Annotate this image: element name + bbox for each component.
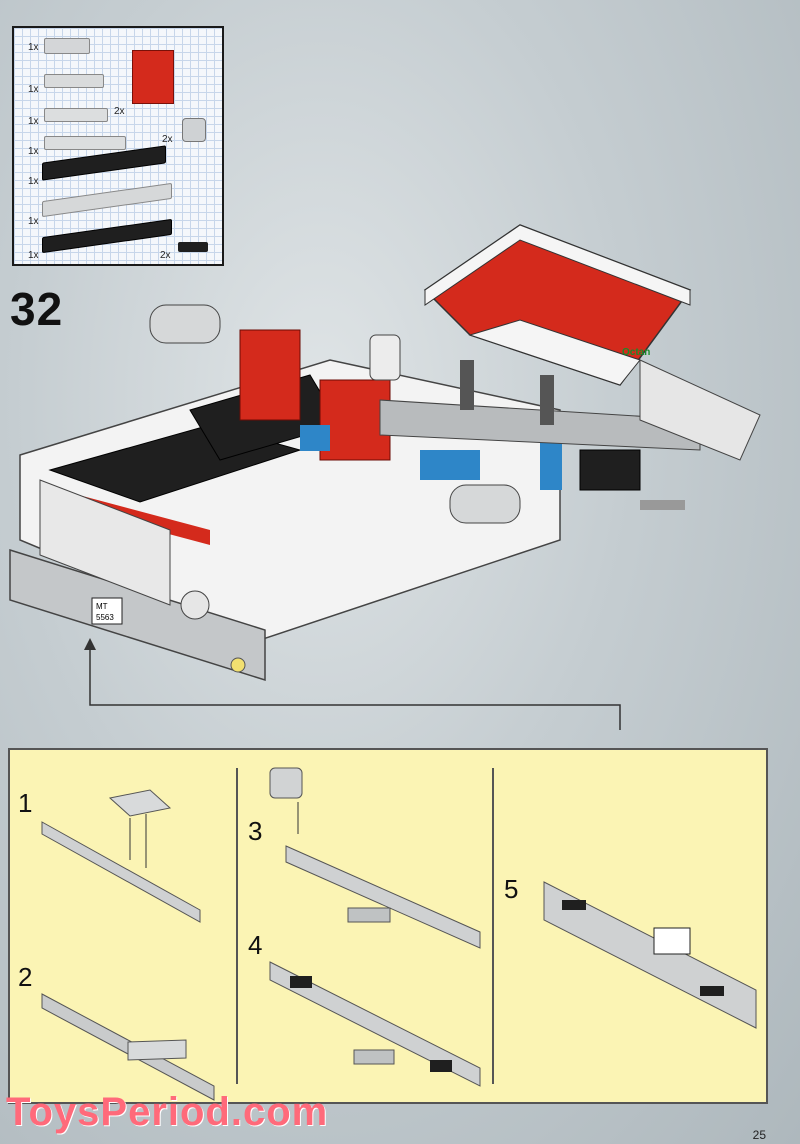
- callout-arrowhead: [84, 638, 96, 650]
- panel-divider: [492, 768, 494, 1084]
- subassembly-panel: 1 2 3 4 5: [8, 748, 768, 1104]
- qty-label: 1x: [28, 42, 39, 53]
- red-panel-part: [132, 50, 174, 104]
- parts-list: 1x 1x 1x 1x 1x 1x 1x 2x 2x 2x: [12, 26, 224, 266]
- black-tile: [430, 1060, 452, 1072]
- black-brick: [579, 449, 641, 491]
- tile-part: [44, 136, 126, 150]
- blue-brick: [420, 450, 480, 480]
- substep-number: 4: [248, 930, 263, 960]
- watermark: ToysPeriod.com: [6, 1090, 329, 1134]
- bracket-part: [182, 118, 206, 142]
- blue-brick: [300, 425, 330, 451]
- tile-stack: [127, 1039, 187, 1061]
- substep-number: 3: [248, 816, 263, 846]
- yellow-pin: [230, 657, 246, 673]
- spring: [540, 375, 554, 425]
- front-grille: [39, 479, 171, 606]
- black-plate-part: [178, 242, 208, 252]
- rear-hitch: [639, 359, 761, 461]
- black-tile: [700, 986, 724, 996]
- plate-stub: [347, 907, 391, 923]
- qty-label: 1x: [28, 216, 39, 227]
- axle: [640, 500, 685, 510]
- qty-label: 2x: [162, 134, 173, 145]
- tile-drop: [108, 789, 172, 817]
- air-filter: [369, 334, 401, 381]
- plate-1x10: [41, 821, 201, 923]
- bracket-drop: [269, 767, 303, 799]
- substep-number: 5: [504, 874, 519, 904]
- black-tile: [290, 976, 312, 988]
- plate-stub: [353, 1049, 395, 1065]
- plate-assembly: [285, 845, 481, 949]
- black-plate-part: [42, 145, 166, 181]
- substep-illustrations: [41, 767, 757, 1101]
- spring: [460, 360, 474, 410]
- cylinder: [149, 304, 221, 344]
- spoiler-top: [424, 224, 691, 306]
- red-panel: [239, 329, 301, 421]
- license-plate-shape: [91, 597, 123, 625]
- substep-number: 2: [18, 962, 33, 992]
- qty-label: 1x: [28, 116, 39, 127]
- cylinder: [449, 484, 521, 524]
- substep-number: 1: [18, 788, 33, 818]
- plate-line-1: MT: [96, 602, 108, 611]
- qty-label: 1x: [28, 84, 39, 95]
- black-tile: [562, 900, 586, 910]
- tile-part: [44, 38, 90, 54]
- red-panel: [319, 379, 391, 461]
- qty-label: 1x: [28, 176, 39, 187]
- truck-chassis-illustration: MT 5563 Octan: [9, 224, 761, 730]
- callout-line: [89, 640, 621, 730]
- tile-part: [44, 108, 108, 122]
- headlight: [180, 590, 210, 620]
- qty-label: 2x: [160, 250, 171, 261]
- step-number: 32: [10, 283, 64, 335]
- qty-label: 1x: [28, 146, 39, 157]
- qty-label: 2x: [114, 106, 125, 117]
- plate-tile: [653, 927, 691, 955]
- panel-divider: [236, 768, 238, 1084]
- plate-assembly: [269, 961, 481, 1087]
- page-number: 25: [752, 1128, 766, 1142]
- plate-line-2: 5563: [96, 613, 114, 622]
- plate-part: [44, 74, 104, 88]
- front-bumper: [9, 548, 266, 682]
- octan-logo: Octan: [622, 347, 650, 358]
- qty-label: 1x: [28, 250, 39, 261]
